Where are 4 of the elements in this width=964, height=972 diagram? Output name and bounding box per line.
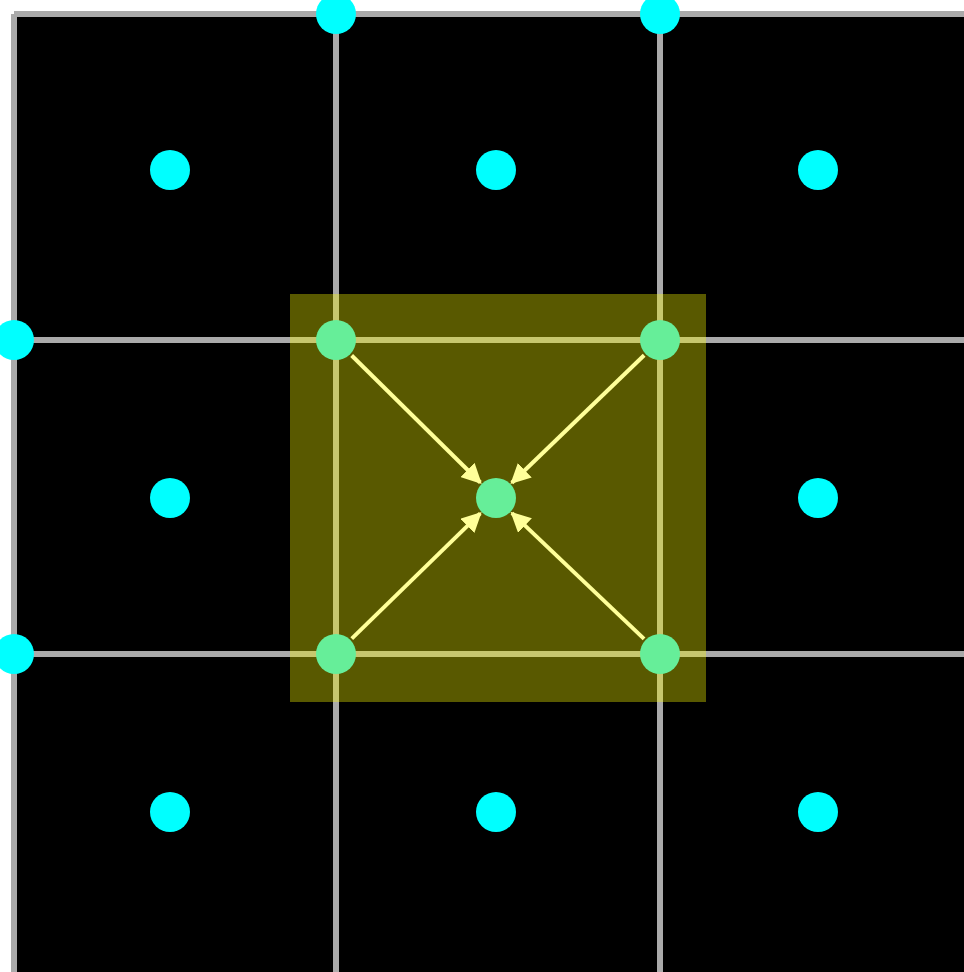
arrow [510, 353, 646, 485]
arrow [350, 354, 482, 484]
arrow [510, 511, 646, 641]
arrow [350, 511, 482, 641]
